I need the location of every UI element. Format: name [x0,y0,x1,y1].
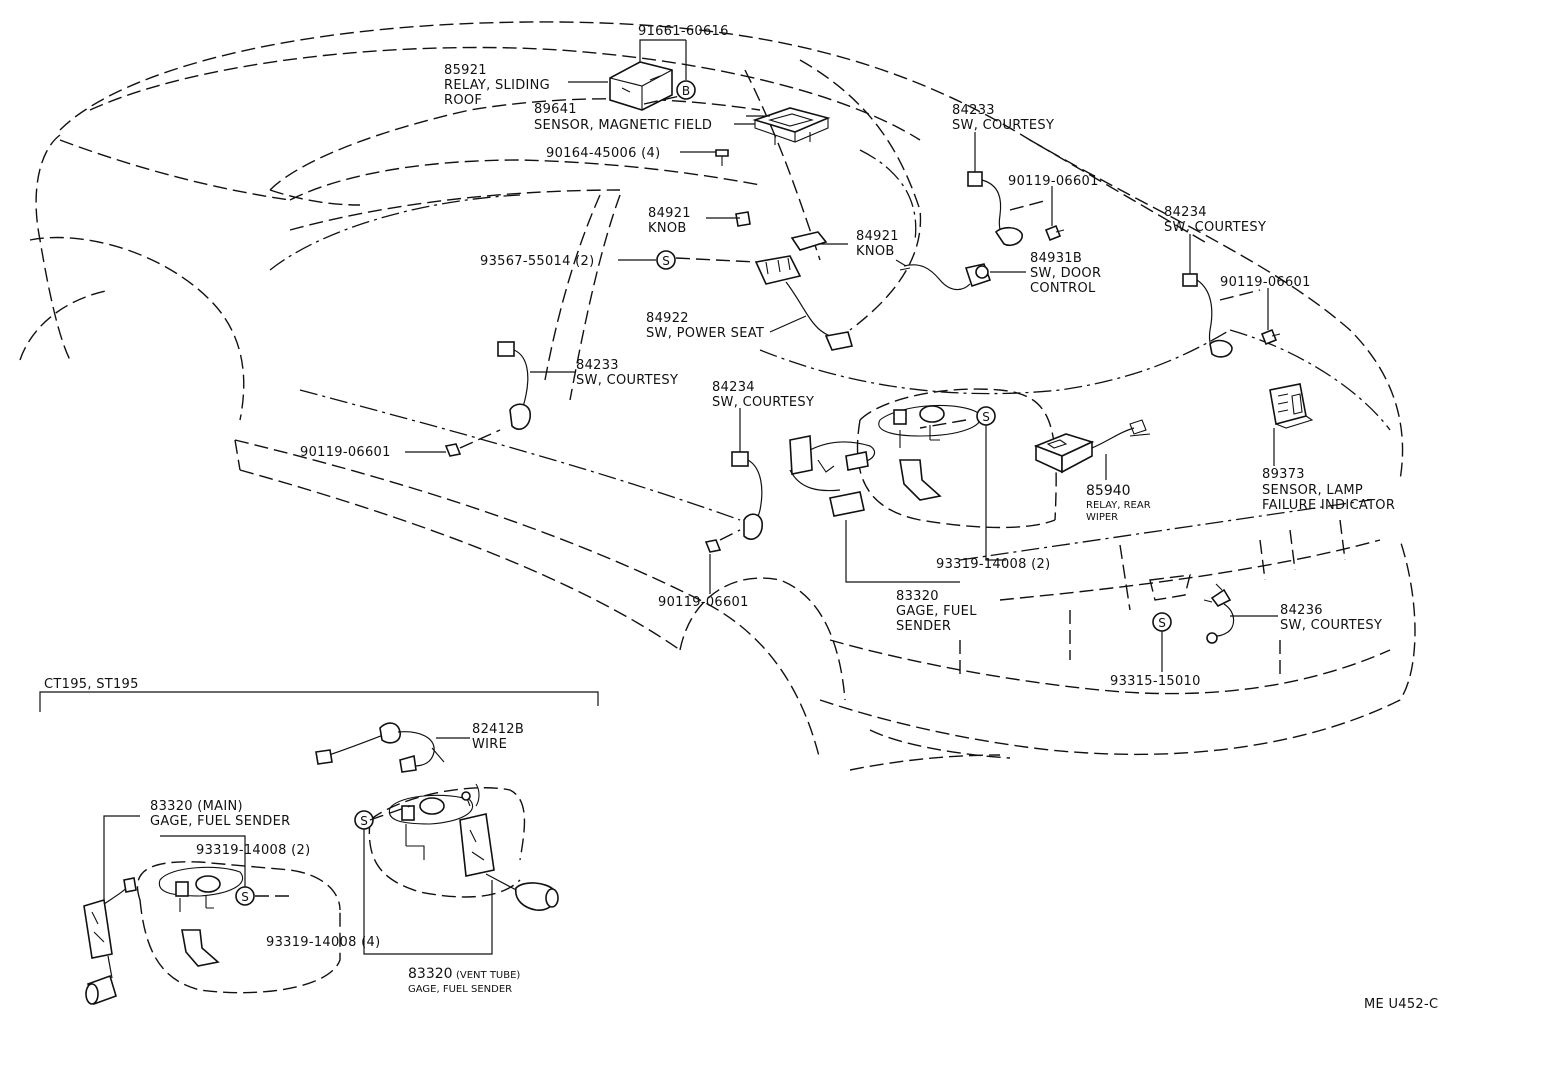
label-85940-number: 85940 [1086,483,1131,499]
label-91661-60616: 91661-60616 [638,24,729,39]
label-83320-vent-number: 83320 [408,966,453,982]
courtesy-switch-84234-center [731,451,763,540]
symbol-s-1: S [656,250,676,270]
power-seat-switch [735,211,854,351]
label-90119-right: 90119-06601 [1220,275,1311,290]
label-84234-right-name: SW, COURTESY [1164,220,1266,235]
label-84921-a-number: 84921 [648,206,691,221]
courtesy-switch-84233-left [497,341,531,430]
label-85921-number: 85921 [444,63,487,78]
inset-wire [315,722,445,773]
label-89641-number: 89641 [534,102,577,117]
symbol-s-4: S [235,886,255,906]
label-93319-14008-trunk: 93319-14008 (2) [936,557,1050,572]
screw-90119-bottom [704,539,722,553]
label-93315-15010: 93315-15010 [1110,674,1201,689]
svg-text:B: B [682,84,690,98]
label-90119-left: 90119-06601 [300,445,391,460]
label-84931b-number: 84931B [1030,251,1082,266]
label-84234-center-number: 84234 [712,380,755,395]
label-83320-vent-sub: (VENT TUBE) [456,970,520,981]
label-85940-line1: RELAY, REAR [1086,500,1151,511]
label-84922-name: SW, POWER SEAT [646,326,764,341]
svg-text:S: S [241,890,249,904]
label-84931b-line2: CONTROL [1030,281,1096,296]
label-83320-vent-name: GAGE, FUEL SENDER [408,984,512,995]
label-90164-45006: 90164-45006 (4) [546,146,660,161]
inset-bracket: CT195, ST195 [39,677,599,712]
fuel-sender-trunk [789,404,982,517]
label-84233-top-name: SW, COURTESY [952,118,1054,133]
svg-text:S: S [982,410,990,424]
label-85921-line1: RELAY, SLIDING [444,78,550,93]
label-85940-line2: WIPER [1086,512,1118,523]
label-84236-name: SW, COURTESY [1280,618,1382,633]
label-84233-top-number: 84233 [952,103,995,118]
label-84234-center-name: SW, COURTESY [712,395,814,410]
label-90119-top: 90119-06601 [1008,174,1099,189]
label-83320-main-number: 83320 (MAIN) [150,799,243,814]
label-89641-name: SENSOR, MAGNETIC FIELD [534,118,712,133]
sliding-roof-relay [609,61,673,111]
inset-vent-tube-tank [368,783,559,911]
svg-text:S: S [662,254,670,268]
label-84922-number: 84922 [646,311,689,326]
label-85921-line2: ROOF [444,93,482,108]
label-84233-left-number: 84233 [576,358,619,373]
magnetic-field-sensor [752,107,831,145]
label-83320-main-name: GAGE, FUEL SENDER [150,814,290,829]
label-84236-number: 84236 [1280,603,1323,618]
label-84921-b-number: 84921 [856,229,899,244]
door-control-switch [895,259,992,291]
label-89373-line1: SENSOR, LAMP [1262,483,1363,498]
symbol-s-3: S [1152,612,1172,632]
symbol-b: B [676,80,696,100]
label-84921-a-name: KNOB [648,221,687,236]
symbol-s-2: S [976,406,996,426]
inset-main-tank [83,861,341,1006]
inset-title: CT195, ST195 [44,677,139,692]
label-82412b-name: WIRE [472,737,507,752]
label-84921-b-name: KNOB [856,244,895,259]
label-84233-left-name: SW, COURTESY [576,373,678,388]
screw-90119-right [1260,328,1281,346]
svg-text:S: S [360,814,368,828]
label-83320-trunk-line1: GAGE, FUEL [896,604,977,619]
leader-lines [103,39,1278,955]
label-83320-trunk-line2: SENDER [896,619,951,634]
label-84234-right-number: 84234 [1164,205,1207,220]
lamp-failure-sensor [1269,383,1314,429]
svg-text:S: S [1158,616,1166,630]
label-82412b-number: 82412B [472,722,524,737]
rear-wiper-relay [1033,419,1151,474]
part-labels: 91661-60616 85921 RELAY, SLIDING ROOF 89… [150,24,1438,1012]
label-89373-line2: FAILURE INDICATOR [1262,498,1395,513]
label-93567-55014: 93567-55014 (2) [480,254,594,269]
courtesy-switch-84236 [1203,583,1235,644]
label-83320-trunk-number: 83320 [896,589,939,604]
label-90119-bottom: 90119-06601 [658,595,749,610]
label-93319-14008-inset-2: 93319-14008 (2) [196,843,310,858]
screw-90164 [715,149,729,166]
screw-90119-left [444,443,462,457]
diagram-code: ME U452-C [1364,997,1438,1012]
screw-90119-top [1044,224,1065,242]
label-84931b-line1: SW, DOOR [1030,266,1101,281]
label-93319-14008-inset-4: 93319-14008 (4) [266,935,380,950]
label-89373-number: 89373 [1262,467,1305,482]
courtesy-switch-84233-top [967,171,1023,247]
